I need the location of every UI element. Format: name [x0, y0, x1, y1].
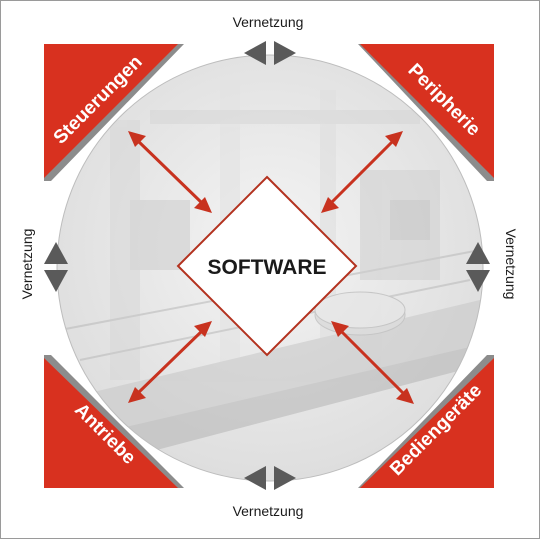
network-label-right: Vernetzung: [503, 229, 519, 300]
network-arrows: [44, 41, 490, 490]
arrow-bediengeraete: [331, 321, 414, 404]
network-label-top: Vernetzung: [233, 14, 304, 30]
network-arrow-top: [244, 41, 296, 65]
network-label-bottom: Vernetzung: [233, 503, 304, 519]
corner-triangle-bediengeraete: [360, 358, 494, 488]
network-arrow-left: [44, 242, 68, 292]
arrow-peripherie: [321, 131, 403, 213]
network-arrow-right: [466, 242, 490, 292]
network-arrow-bottom: [244, 466, 296, 490]
corner-triangle-antriebe: [44, 358, 178, 488]
arrow-steuerungen: [128, 131, 212, 213]
corner-triangle-steuerungen: [44, 44, 178, 178]
network-label-left: Vernetzung: [19, 229, 35, 300]
software-diamond: SOFTWARE: [176, 175, 358, 357]
corner-triangles: [44, 44, 494, 488]
arrow-antriebe: [128, 321, 212, 403]
software-arrows: [128, 131, 414, 404]
corner-triangle-peripherie: [360, 44, 494, 178]
center-label: SOFTWARE: [208, 256, 327, 279]
